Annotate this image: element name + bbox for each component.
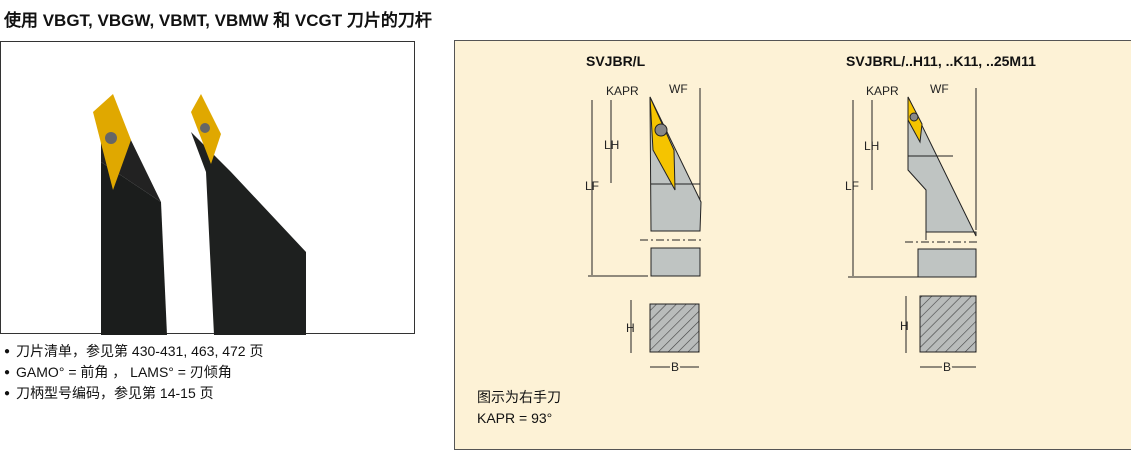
note-item: 刀片清单，参见第 430-431, 463, 472 页: [4, 341, 263, 362]
tool-photo: [0, 41, 415, 335]
footer-kapr: KAPR = 93°: [477, 410, 553, 426]
wf-label: WF: [930, 82, 949, 96]
b-label: B: [671, 360, 679, 374]
lf-label: LF: [845, 179, 859, 193]
drawing-heading: SVJBR/L: [586, 53, 646, 69]
toolholder-photo-image: [93, 94, 306, 335]
drawing-svjbrl-h11: SVJBRL/..H11, ..K11, ..25M11 KAPR WF LH …: [845, 53, 1036, 376]
drawing-svjbr: SVJBR/L KAPR WF LH LF H B: [585, 53, 704, 376]
lh-label: LH: [604, 138, 619, 152]
note-item: GAMO° = 前角 ， LAMS° = 刃倾角: [4, 362, 263, 383]
kapr-label: KAPR: [606, 84, 639, 98]
kapr-label: KAPR: [866, 84, 899, 98]
notes-list: 刀片清单，参见第 430-431, 463, 472 页 GAMO° = 前角 …: [4, 341, 263, 404]
drawing-heading: SVJBRL/..H11, ..K11, ..25M11: [846, 53, 1036, 69]
wf-label: WF: [669, 82, 688, 96]
page-title: 使用 VBGT, VBGW, VBMT, VBMW 和 VCGT 刀片的刀杆: [4, 11, 432, 30]
diagram-panel: [454, 40, 1131, 450]
b-label: B: [943, 360, 951, 374]
diagram-footer: 图示为右手刀 KAPR = 93°: [477, 387, 561, 429]
note-item: 刀柄型号编码，参见第 14-15 页: [4, 383, 263, 404]
h-label: H: [626, 321, 635, 335]
h-label: H: [900, 319, 909, 333]
footer-handedness: 图示为右手刀: [477, 389, 561, 405]
